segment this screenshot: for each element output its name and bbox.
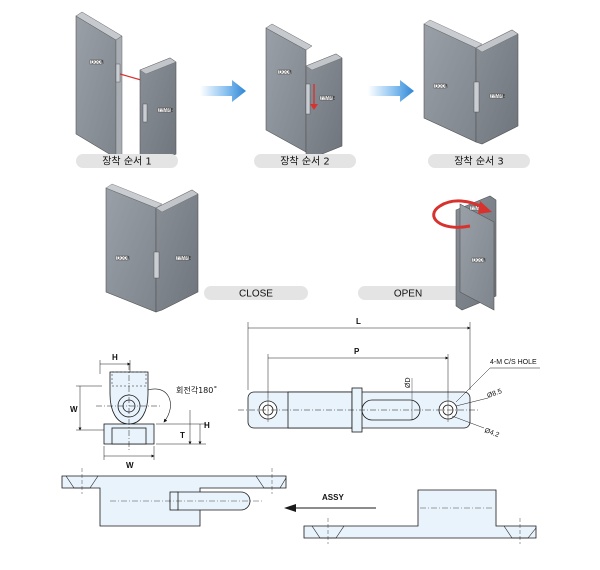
step3-illustration: DOOR FRAME bbox=[423, 19, 519, 145]
svg-text:FRAME: FRAME bbox=[177, 255, 192, 260]
dim-phiD: ØD bbox=[405, 378, 412, 389]
step2-pill bbox=[254, 154, 356, 168]
close-label: CLOSE bbox=[239, 289, 273, 300]
step1-label: 장착 순서 1 bbox=[102, 156, 152, 168]
door-panel bbox=[459, 203, 495, 311]
svg-text:DOOR: DOOR bbox=[473, 257, 486, 262]
svg-text:DOOR: DOOR bbox=[91, 59, 104, 64]
svg-text:FRAME: FRAME bbox=[321, 95, 336, 100]
frame-tag bbox=[157, 107, 172, 113]
open-label: OPEN bbox=[394, 289, 422, 300]
dim-W-left: W bbox=[70, 405, 78, 414]
front-view-drawing bbox=[76, 360, 206, 460]
svg-text:DOOR: DOOR bbox=[117, 255, 130, 260]
hinge-leaf bbox=[115, 63, 121, 83]
next-arrow-2 bbox=[368, 80, 414, 102]
svg-text:FRAME: FRAME bbox=[491, 93, 506, 98]
dim-W-bottom: W bbox=[126, 461, 134, 470]
dim-phi42: Ø4.2 bbox=[483, 427, 500, 439]
hole-callout: 4-M C/S HOLE bbox=[490, 359, 537, 366]
door-panel bbox=[75, 15, 117, 159]
assy-arrow bbox=[284, 504, 376, 512]
open-illustration: FRAME DOOR bbox=[432, 195, 497, 311]
open-pill bbox=[358, 286, 462, 300]
step2-illustration: DOOR FRAME bbox=[265, 23, 343, 159]
hinge-assembly bbox=[473, 81, 480, 113]
door-panel bbox=[105, 187, 157, 313]
close-illustration: DOOR FRAME bbox=[105, 183, 199, 313]
next-arrow-1 bbox=[200, 80, 246, 102]
step3-label: 장착 순서 3 bbox=[454, 156, 504, 168]
svg-text:FRAME: FRAME bbox=[471, 205, 486, 210]
assy-label: ASSY bbox=[322, 493, 344, 502]
step3-pill bbox=[428, 154, 530, 168]
top-view-drawing bbox=[238, 322, 540, 433]
svg-text:DOOR: DOOR bbox=[435, 83, 448, 88]
dim-P: P bbox=[354, 347, 360, 356]
rotation-angle-label: 회전각180˚ bbox=[176, 385, 217, 395]
dim-T: T bbox=[180, 431, 185, 440]
hinge-assembly bbox=[153, 251, 160, 279]
close-pill bbox=[204, 286, 308, 300]
assy-left-part bbox=[61, 468, 287, 527]
step2-label: 장착 순서 2 bbox=[280, 156, 330, 168]
door-tag bbox=[89, 59, 103, 65]
dim-L: L bbox=[356, 317, 361, 326]
rotation-arrow bbox=[432, 199, 485, 229]
svg-text:FRAME: FRAME bbox=[159, 107, 174, 112]
dim-H-right: H bbox=[204, 421, 210, 430]
dim-H-top: H bbox=[112, 353, 118, 362]
step1-illustration: DOOR FRAME bbox=[75, 11, 177, 167]
dim-phi85: Ø8.5 bbox=[486, 388, 503, 400]
step1-pill bbox=[76, 154, 178, 168]
hinge-assembly bbox=[305, 83, 311, 115]
svg-text:DOOR: DOOR bbox=[279, 69, 292, 74]
assy-right-part bbox=[303, 489, 537, 544]
